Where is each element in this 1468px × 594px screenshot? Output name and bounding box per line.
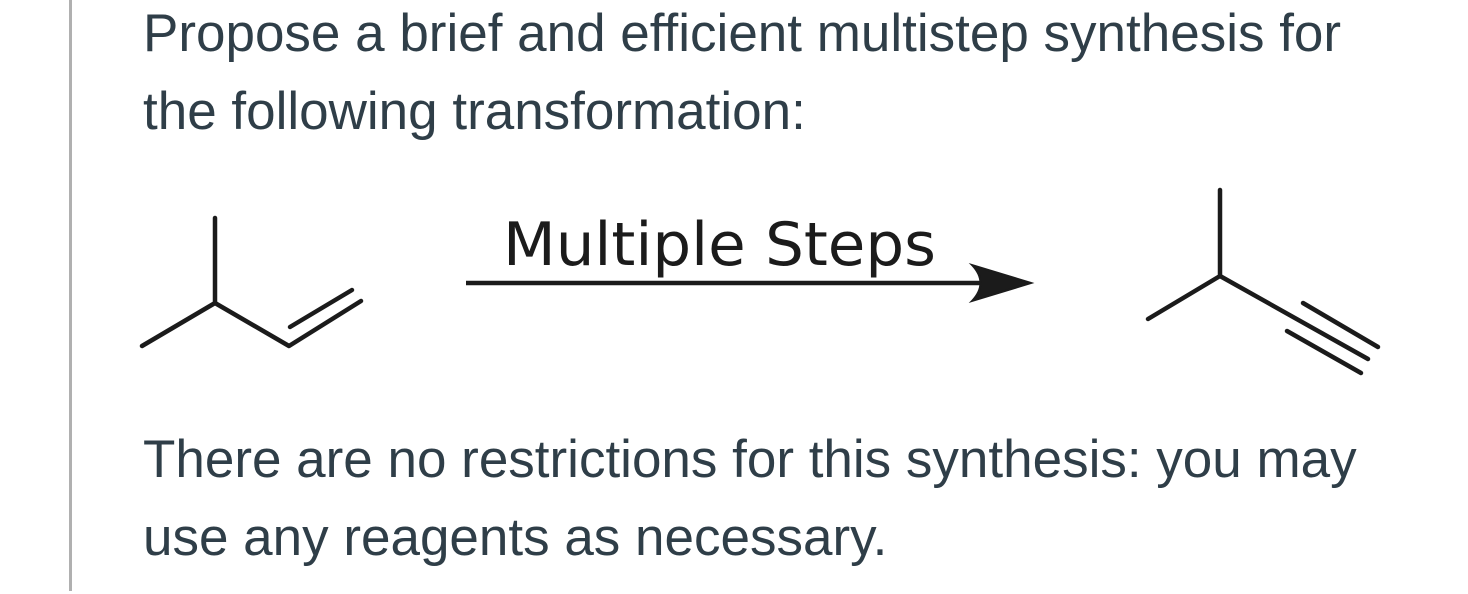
- prompt-line-2: the following transformation:: [143, 82, 806, 141]
- content-left-border: [69, 0, 72, 591]
- reactant-structure-icon: [139, 215, 364, 349]
- note-line-1: There are no restrictions for this synth…: [143, 430, 1357, 489]
- restrictions-note: There are no restrictions for this synth…: [143, 421, 1357, 577]
- prompt-line-1: Propose a brief and efficient multistep …: [143, 4, 1342, 63]
- product-triple-bond-lower-line: [1284, 328, 1364, 376]
- note-line-2: use any reagents as necessary.: [143, 508, 888, 567]
- reactant-double-bond-line: [287, 287, 355, 330]
- product-structure-icon: [1145, 187, 1381, 376]
- reaction-arrow-icon: [466, 262, 1035, 304]
- arrow-label: Multiple Steps: [503, 210, 936, 280]
- reactant-methyl-bonds: [139, 215, 218, 349]
- product-triple-bond-upper-line: [1300, 300, 1381, 350]
- product-chain-bond: [1217, 273, 1371, 362]
- reactant-chain-bond: [212, 298, 364, 349]
- question-prompt: Propose a brief and efficient multistep …: [143, 0, 1341, 151]
- product-methyl-bonds: [1145, 187, 1223, 322]
- arrow-head: [968, 262, 1035, 304]
